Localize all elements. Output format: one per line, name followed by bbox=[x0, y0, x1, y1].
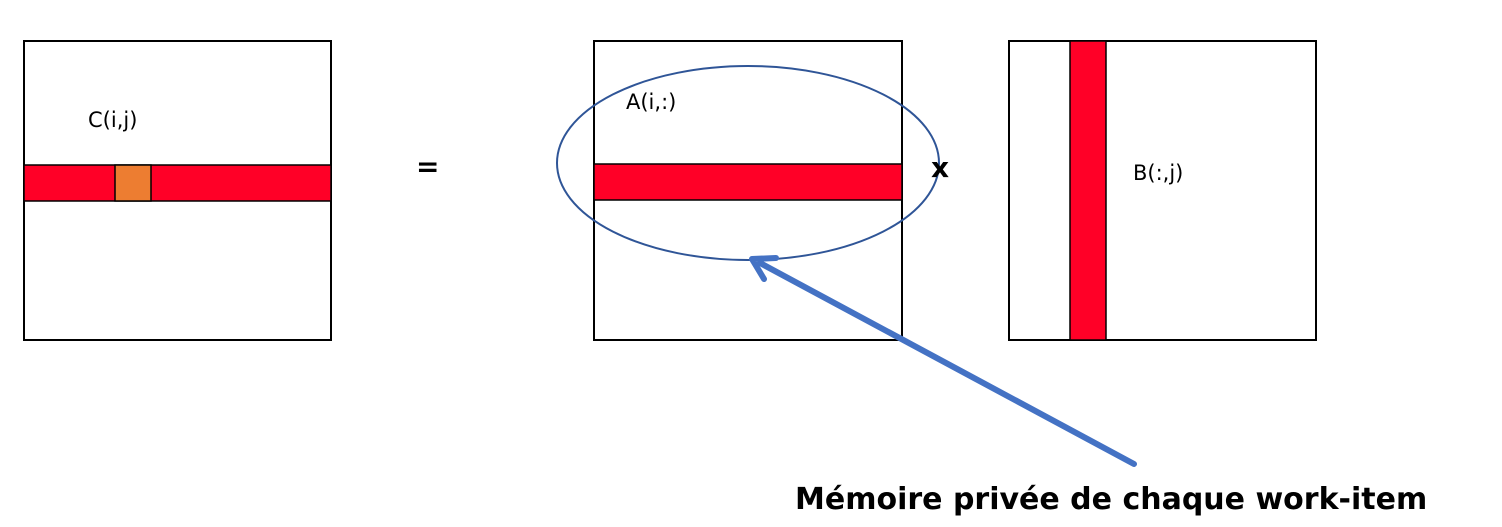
private-memory-ellipse bbox=[556, 65, 940, 261]
matrix-a-label: A(i,:) bbox=[626, 90, 676, 114]
times-sign: x bbox=[931, 151, 949, 184]
matrix-b: B(:,j) bbox=[1008, 40, 1317, 341]
caption-private-memory: Mémoire privée de chaque work-item bbox=[795, 482, 1427, 517]
matrix-c-row-band bbox=[23, 164, 332, 202]
matrix-b-label: B(:,j) bbox=[1133, 161, 1183, 185]
matrix-c-label: C(i,j) bbox=[88, 108, 137, 132]
pointer-arrow-shaft bbox=[757, 260, 1137, 467]
matrix-a-row-band bbox=[593, 163, 903, 201]
matrix-c-element-cell bbox=[114, 164, 152, 202]
matrix-a: A(i,:) bbox=[593, 40, 903, 341]
matrix-b-column-band bbox=[1069, 40, 1107, 341]
equals-sign: = bbox=[416, 150, 439, 183]
matrix-c: C(i,j) bbox=[23, 40, 332, 341]
pointer-arrow bbox=[749, 255, 1137, 467]
pointer-arrow-head bbox=[749, 255, 779, 282]
matrix-b-frame bbox=[1008, 40, 1317, 341]
